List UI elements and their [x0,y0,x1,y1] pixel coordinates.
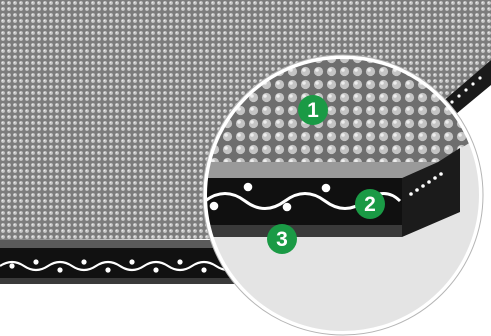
svg-text:1: 1 [307,99,319,122]
svg-text:2: 2 [364,193,376,216]
marker-3: 3 [267,224,297,254]
marker-2: 2 [355,189,385,219]
svg-text:3: 3 [276,228,288,251]
marker-1: 1 [298,95,328,125]
layer-3-bottom-cover [200,225,402,237]
